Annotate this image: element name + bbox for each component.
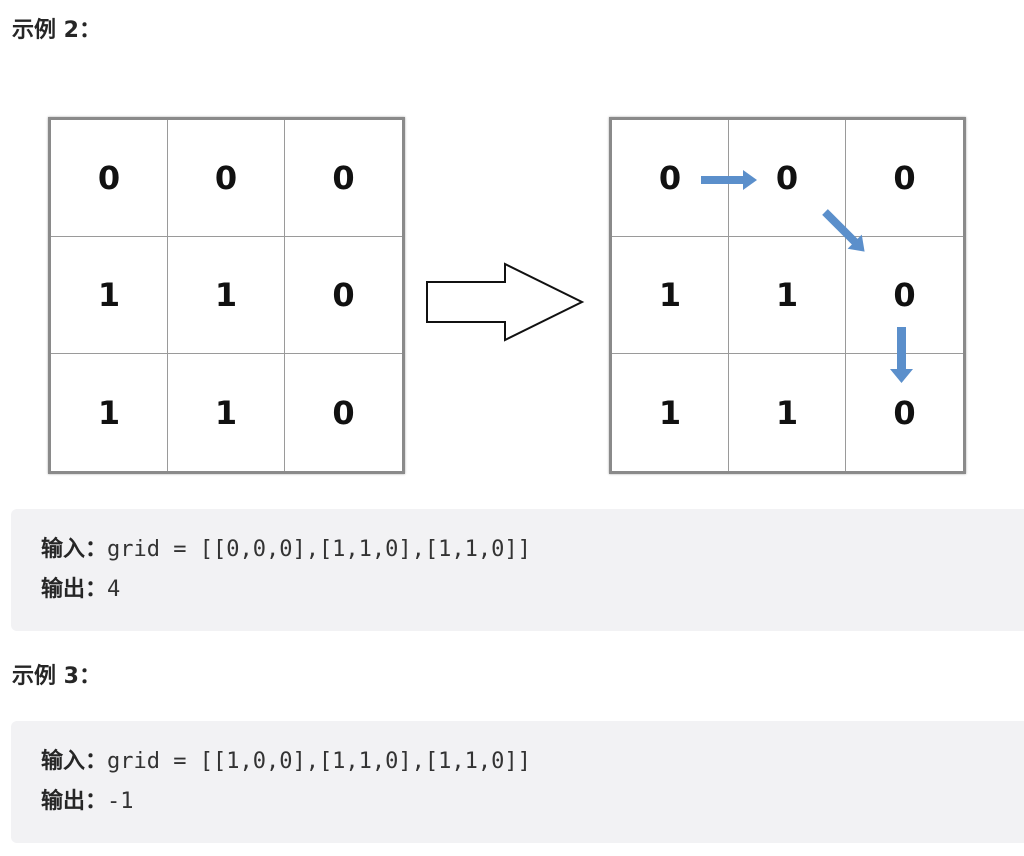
grid-cell: 0 [332, 393, 355, 432]
example-2-code-block: 输入：grid = [[0,0,0],[1,1,0],[1,1,0]] 输出：4 [11, 509, 1024, 631]
grid-cell: 1 [168, 354, 285, 471]
output-grid: 0 0 0 1 1 0 1 1 0 [609, 117, 966, 474]
grid-cell: 0 [846, 237, 963, 354]
grid-cell: 1 [729, 237, 846, 354]
grid-cell: 0 [893, 393, 916, 432]
input-line: 输入：grid = [[0,0,0],[1,1,0],[1,1,0]] [41, 530, 994, 570]
input-value: grid = [[1,0,0],[1,1,0],[1,1,0]] [107, 749, 531, 774]
output-label: 输出： [41, 789, 108, 814]
grid-cell: 0 [846, 120, 963, 237]
grid-cell: 1 [729, 354, 846, 471]
input-line: 输入：grid = [[1,0,0],[1,1,0],[1,1,0]] [41, 742, 994, 782]
grid-cell: 0 [729, 120, 846, 237]
output-value: 4 [107, 577, 121, 602]
example-3-heading: 示例 3： [12, 664, 101, 689]
output-line: 输出：4 [41, 570, 994, 610]
grid-cell: 1 [51, 354, 168, 471]
grid-cell: 0 [285, 120, 402, 237]
input-label: 输入： [41, 537, 108, 562]
grid-cell: 1 [168, 237, 285, 354]
example-2-heading: 示例 2： [12, 18, 101, 43]
grid-cell: 0 [612, 120, 729, 237]
grid-cell: 1 [51, 237, 168, 354]
transform-arrow-icon [426, 262, 585, 342]
grid-cell: 0 [51, 120, 168, 237]
input-value: grid = [[0,0,0],[1,1,0],[1,1,0]] [107, 537, 531, 562]
input-label: 输入： [41, 749, 108, 774]
grid-cell: 0 [168, 120, 285, 237]
output-label: 输出： [41, 577, 108, 602]
example-3-code-block: 输入：grid = [[1,0,0],[1,1,0],[1,1,0]] 输出：-… [11, 721, 1024, 843]
grid-cell: 1 [612, 354, 729, 471]
output-value: -1 [107, 789, 134, 814]
input-grid: 0 0 0 1 1 0 1 1 0 [48, 117, 405, 474]
grid-cell: 0 [285, 237, 402, 354]
output-line: 输出：-1 [41, 782, 994, 822]
grid-cell: 1 [612, 237, 729, 354]
